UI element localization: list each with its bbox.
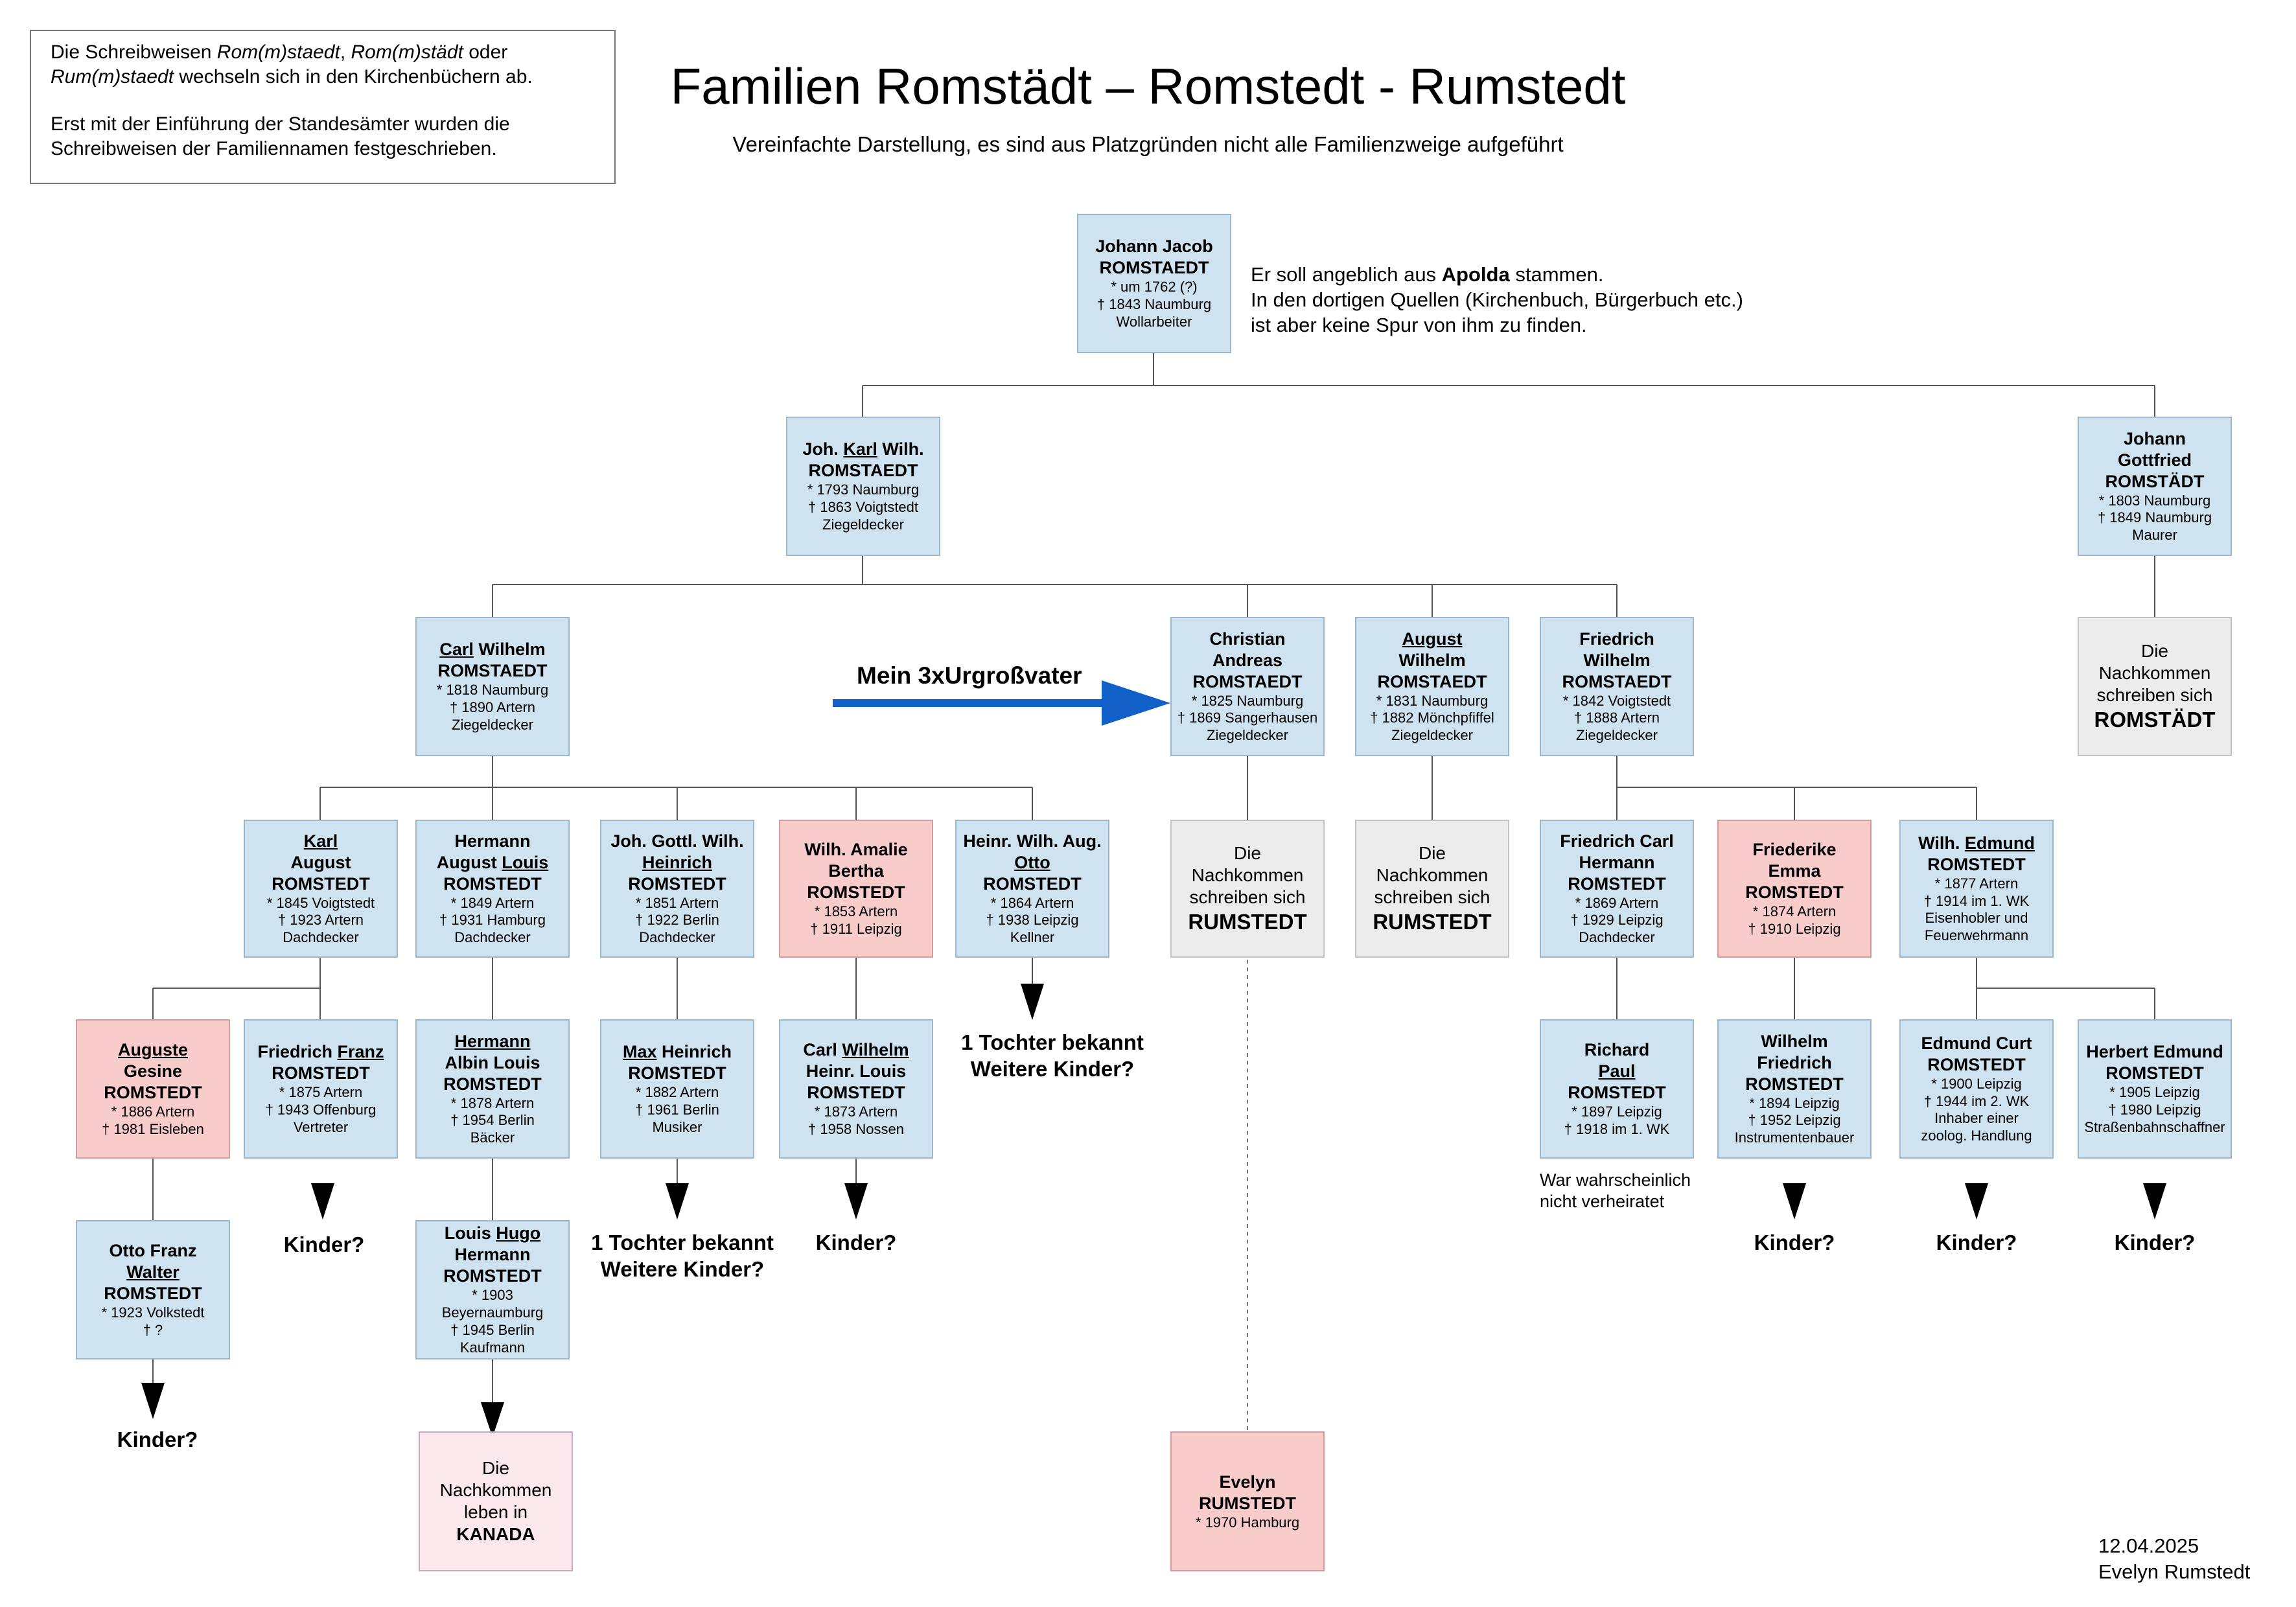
person-friedrich-wilhelm: Friedrich Wilhelm ROMSTAEDT * 1842 Voigt… bbox=[1540, 617, 1694, 756]
info-box: Die Schreibweisen Rom(m)staedt, Rom(m)st… bbox=[30, 30, 616, 184]
person-edmund-curt: Edmund Curt ROMSTEDT * 1900 Leipzig † 19… bbox=[1899, 1019, 2054, 1159]
arrow-down-icon bbox=[1783, 1183, 1806, 1220]
apolda-note: Er soll angeblich aus Apolda stammen. In… bbox=[1251, 263, 1743, 336]
group-kanada: Die Nachkommen leben in KANADA bbox=[419, 1431, 573, 1571]
person-friedrich-franz: Friedrich Franz ROMSTEDT * 1875 Artern †… bbox=[244, 1019, 398, 1159]
person-evelyn: Evelyn RUMSTEDT * 1970 Hamburg bbox=[1170, 1431, 1325, 1571]
footer-date: 12.04.2025 bbox=[2098, 1534, 2199, 1557]
person-friederike-emma: Friederike Emma ROMSTEDT * 1874 Artern †… bbox=[1717, 820, 1872, 958]
unknown-children-label: Kinder? bbox=[117, 1428, 198, 1451]
person-carl-wilhelm-louis: Carl Wilhelm Heinr. Louis ROMSTEDT * 187… bbox=[779, 1019, 933, 1159]
group-rumstedt-august: Die Nachkommen schreiben sich RUMSTEDT bbox=[1355, 820, 1509, 958]
person-louis-hugo-hermann: Louis Hugo Hermann ROMSTEDT * 1903 Beyer… bbox=[415, 1220, 570, 1359]
arrow-label: Mein 3xUrgroßvater bbox=[857, 662, 1082, 689]
person-carl-wilhelm: Carl Wilhelm ROMSTAEDT * 1818 Naumburg †… bbox=[415, 617, 570, 756]
person-herbert-edmund: Herbert Edmund ROMSTEDT * 1905 Leipzig †… bbox=[2078, 1019, 2232, 1159]
person-august-wilhelm: August Wilhelm ROMSTAEDT * 1831 Naumburg… bbox=[1355, 617, 1509, 756]
person-otto-franz-walter: Otto Franz Walter ROMSTEDT * 1923 Volkst… bbox=[76, 1220, 230, 1359]
person-karl-august: Karl August ROMSTEDT * 1845 Voigtstedt †… bbox=[244, 820, 398, 958]
arrow-down-icon bbox=[1965, 1183, 1988, 1220]
arrow-down-icon bbox=[666, 1183, 689, 1220]
person-johann-gottfried: Johann Gottfried ROMSTÄDT * 1803 Naumbur… bbox=[2078, 417, 2232, 556]
person-johann-jacob: Johann Jacob ROMSTAEDT * um 1762 (?) † 1… bbox=[1077, 214, 1231, 353]
footer: 12.04.2025 Evelyn Rumstedt bbox=[2098, 1533, 2250, 1586]
info-paragraph-1: Die Schreibweisen Rom(m)staedt, Rom(m)st… bbox=[51, 41, 533, 88]
person-richard-paul: Richard Paul ROMSTEDT * 1897 Leipzig † 1… bbox=[1540, 1019, 1694, 1159]
page-title: Familien Romstädt – Romstedt - Rumstedt bbox=[670, 58, 1626, 115]
arrow-down-icon bbox=[481, 1402, 504, 1437]
group-romstaedt: Die Nachkommen schreiben sich ROMSTÄDT bbox=[2078, 617, 2232, 756]
person-friedrich-carl-hermann: Friedrich Carl Hermann ROMSTEDT * 1869 A… bbox=[1540, 820, 1694, 958]
group-rumstedt-christian: Die Nachkommen schreiben sich RUMSTEDT bbox=[1170, 820, 1325, 958]
blue-arrow-icon bbox=[1102, 680, 1170, 726]
person-wilhelm-friedrich: Wilhelm Friedrich ROMSTEDT * 1894 Leipzi… bbox=[1717, 1019, 1872, 1159]
unknown-children-label: Kinder? bbox=[283, 1232, 365, 1256]
arrow-down-icon bbox=[311, 1183, 334, 1220]
unknown-children-label: Kinder? bbox=[1936, 1231, 2017, 1254]
person-heinrich: Joh. Gottl. Wilh. Heinrich ROMSTEDT * 18… bbox=[600, 820, 754, 958]
person-wilhelm-edmund: Wilh. Edmund ROMSTEDT * 1877 Artern † 19… bbox=[1899, 820, 2054, 958]
person-christian-andreas: Christian Andreas ROMSTAEDT * 1825 Naumb… bbox=[1170, 617, 1325, 756]
arrow-down-icon bbox=[844, 1183, 868, 1220]
arrow-down-icon bbox=[1021, 984, 1044, 1020]
page-subtitle: Vereinfachte Darstellung, es sind aus Pl… bbox=[732, 132, 1564, 156]
person-hermann-albin-louis: Hermann Albin Louis ROMSTEDT * 1878 Arte… bbox=[415, 1019, 570, 1159]
unknown-children-label: Kinder? bbox=[815, 1231, 897, 1254]
unknown-children-label: Kinder? bbox=[2114, 1231, 2196, 1254]
info-paragraph-2: Erst mit der Einführung der Standesämter… bbox=[51, 113, 510, 160]
person-amalie-bertha: Wilh. Amalie Bertha ROMSTEDT * 1853 Arte… bbox=[779, 820, 933, 958]
person-hermann-august-louis: Hermann August Louis ROMSTEDT * 1849 Art… bbox=[415, 820, 570, 958]
unknown-children-label: Kinder? bbox=[1754, 1231, 1835, 1254]
person-auguste-gesine: Auguste Gesine ROMSTEDT * 1886 Artern † … bbox=[76, 1019, 230, 1159]
arrow-down-icon bbox=[141, 1383, 165, 1419]
person-max-heinrich: Max Heinrich ROMSTEDT * 1882 Artern † 19… bbox=[600, 1019, 754, 1159]
arrow-down-icon bbox=[2143, 1183, 2166, 1220]
person-johann-karl-wilhelm: Joh. Karl Wilh. ROMSTAEDT * 1793 Naumbur… bbox=[786, 417, 940, 556]
footer-author: Evelyn Rumstedt bbox=[2098, 1560, 2251, 1584]
person-otto: Heinr. Wilh. Aug. Otto ROMSTEDT * 1864 A… bbox=[955, 820, 1109, 958]
